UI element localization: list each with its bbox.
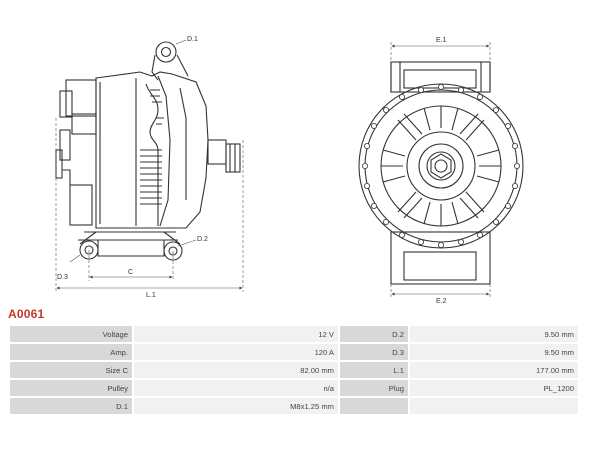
spec-value: 9.50 mm <box>410 344 578 360</box>
spec-label: D.2 <box>340 326 408 342</box>
front-view <box>358 61 524 285</box>
label-e1: E.1 <box>436 37 447 44</box>
spec-label: Voltage <box>10 326 132 342</box>
label-d3: D.3 <box>57 274 68 281</box>
label-d1: D.1 <box>187 36 198 43</box>
spec-label: Amp. <box>10 344 132 360</box>
spec-row: Amp. 120 A D.3 9.50 mm <box>10 344 578 360</box>
spec-value: 9.50 mm <box>410 326 578 342</box>
label-l1: L.1 <box>146 292 156 299</box>
label-c: C <box>128 269 133 276</box>
spec-label <box>340 398 408 414</box>
side-view <box>55 41 241 261</box>
spec-label: D.3 <box>340 344 408 360</box>
part-code: A0061 <box>8 307 45 321</box>
spec-row: Size C 82.00 mm L.1 177.00 mm <box>10 362 578 378</box>
d1-mount-hole <box>155 41 177 63</box>
spec-table: Voltage 12 V D.2 9.50 mm Amp. 120 A D.3 … <box>8 324 580 416</box>
spec-label: Pulley <box>10 380 132 396</box>
side-dimensions <box>55 39 244 292</box>
spec-value <box>410 398 578 414</box>
spec-value: 82.00 mm <box>134 362 338 378</box>
spec-value: n/a <box>134 380 338 396</box>
front-dimensions <box>390 42 491 298</box>
spec-value: PL_1200 <box>410 380 578 396</box>
ring-teeth <box>361 84 521 248</box>
spec-row: Voltage 12 V D.2 9.50 mm <box>10 326 578 342</box>
spec-row: Pulley n/a Plug PL_1200 <box>10 380 578 396</box>
technical-drawing: D.1 D.2 D.3 C L.1 <box>55 36 524 305</box>
spec-value: 12 V <box>134 326 338 342</box>
spec-label: Plug <box>340 380 408 396</box>
alternator-diagram: D.1 D.2 D.3 C L.1 <box>55 36 524 305</box>
spec-label: Size C <box>10 362 132 378</box>
spec-value: M8x1.25 mm <box>134 398 338 414</box>
label-d2: D.2 <box>197 236 208 243</box>
spec-label: D.1 <box>10 398 132 414</box>
spec-row: D.1 M8x1.25 mm <box>10 398 578 414</box>
spec-value: 177.00 mm <box>410 362 578 378</box>
spec-label: L.1 <box>340 362 408 378</box>
spec-value: 120 A <box>134 344 338 360</box>
label-e2: E.2 <box>436 298 447 305</box>
front-housing <box>358 83 524 249</box>
